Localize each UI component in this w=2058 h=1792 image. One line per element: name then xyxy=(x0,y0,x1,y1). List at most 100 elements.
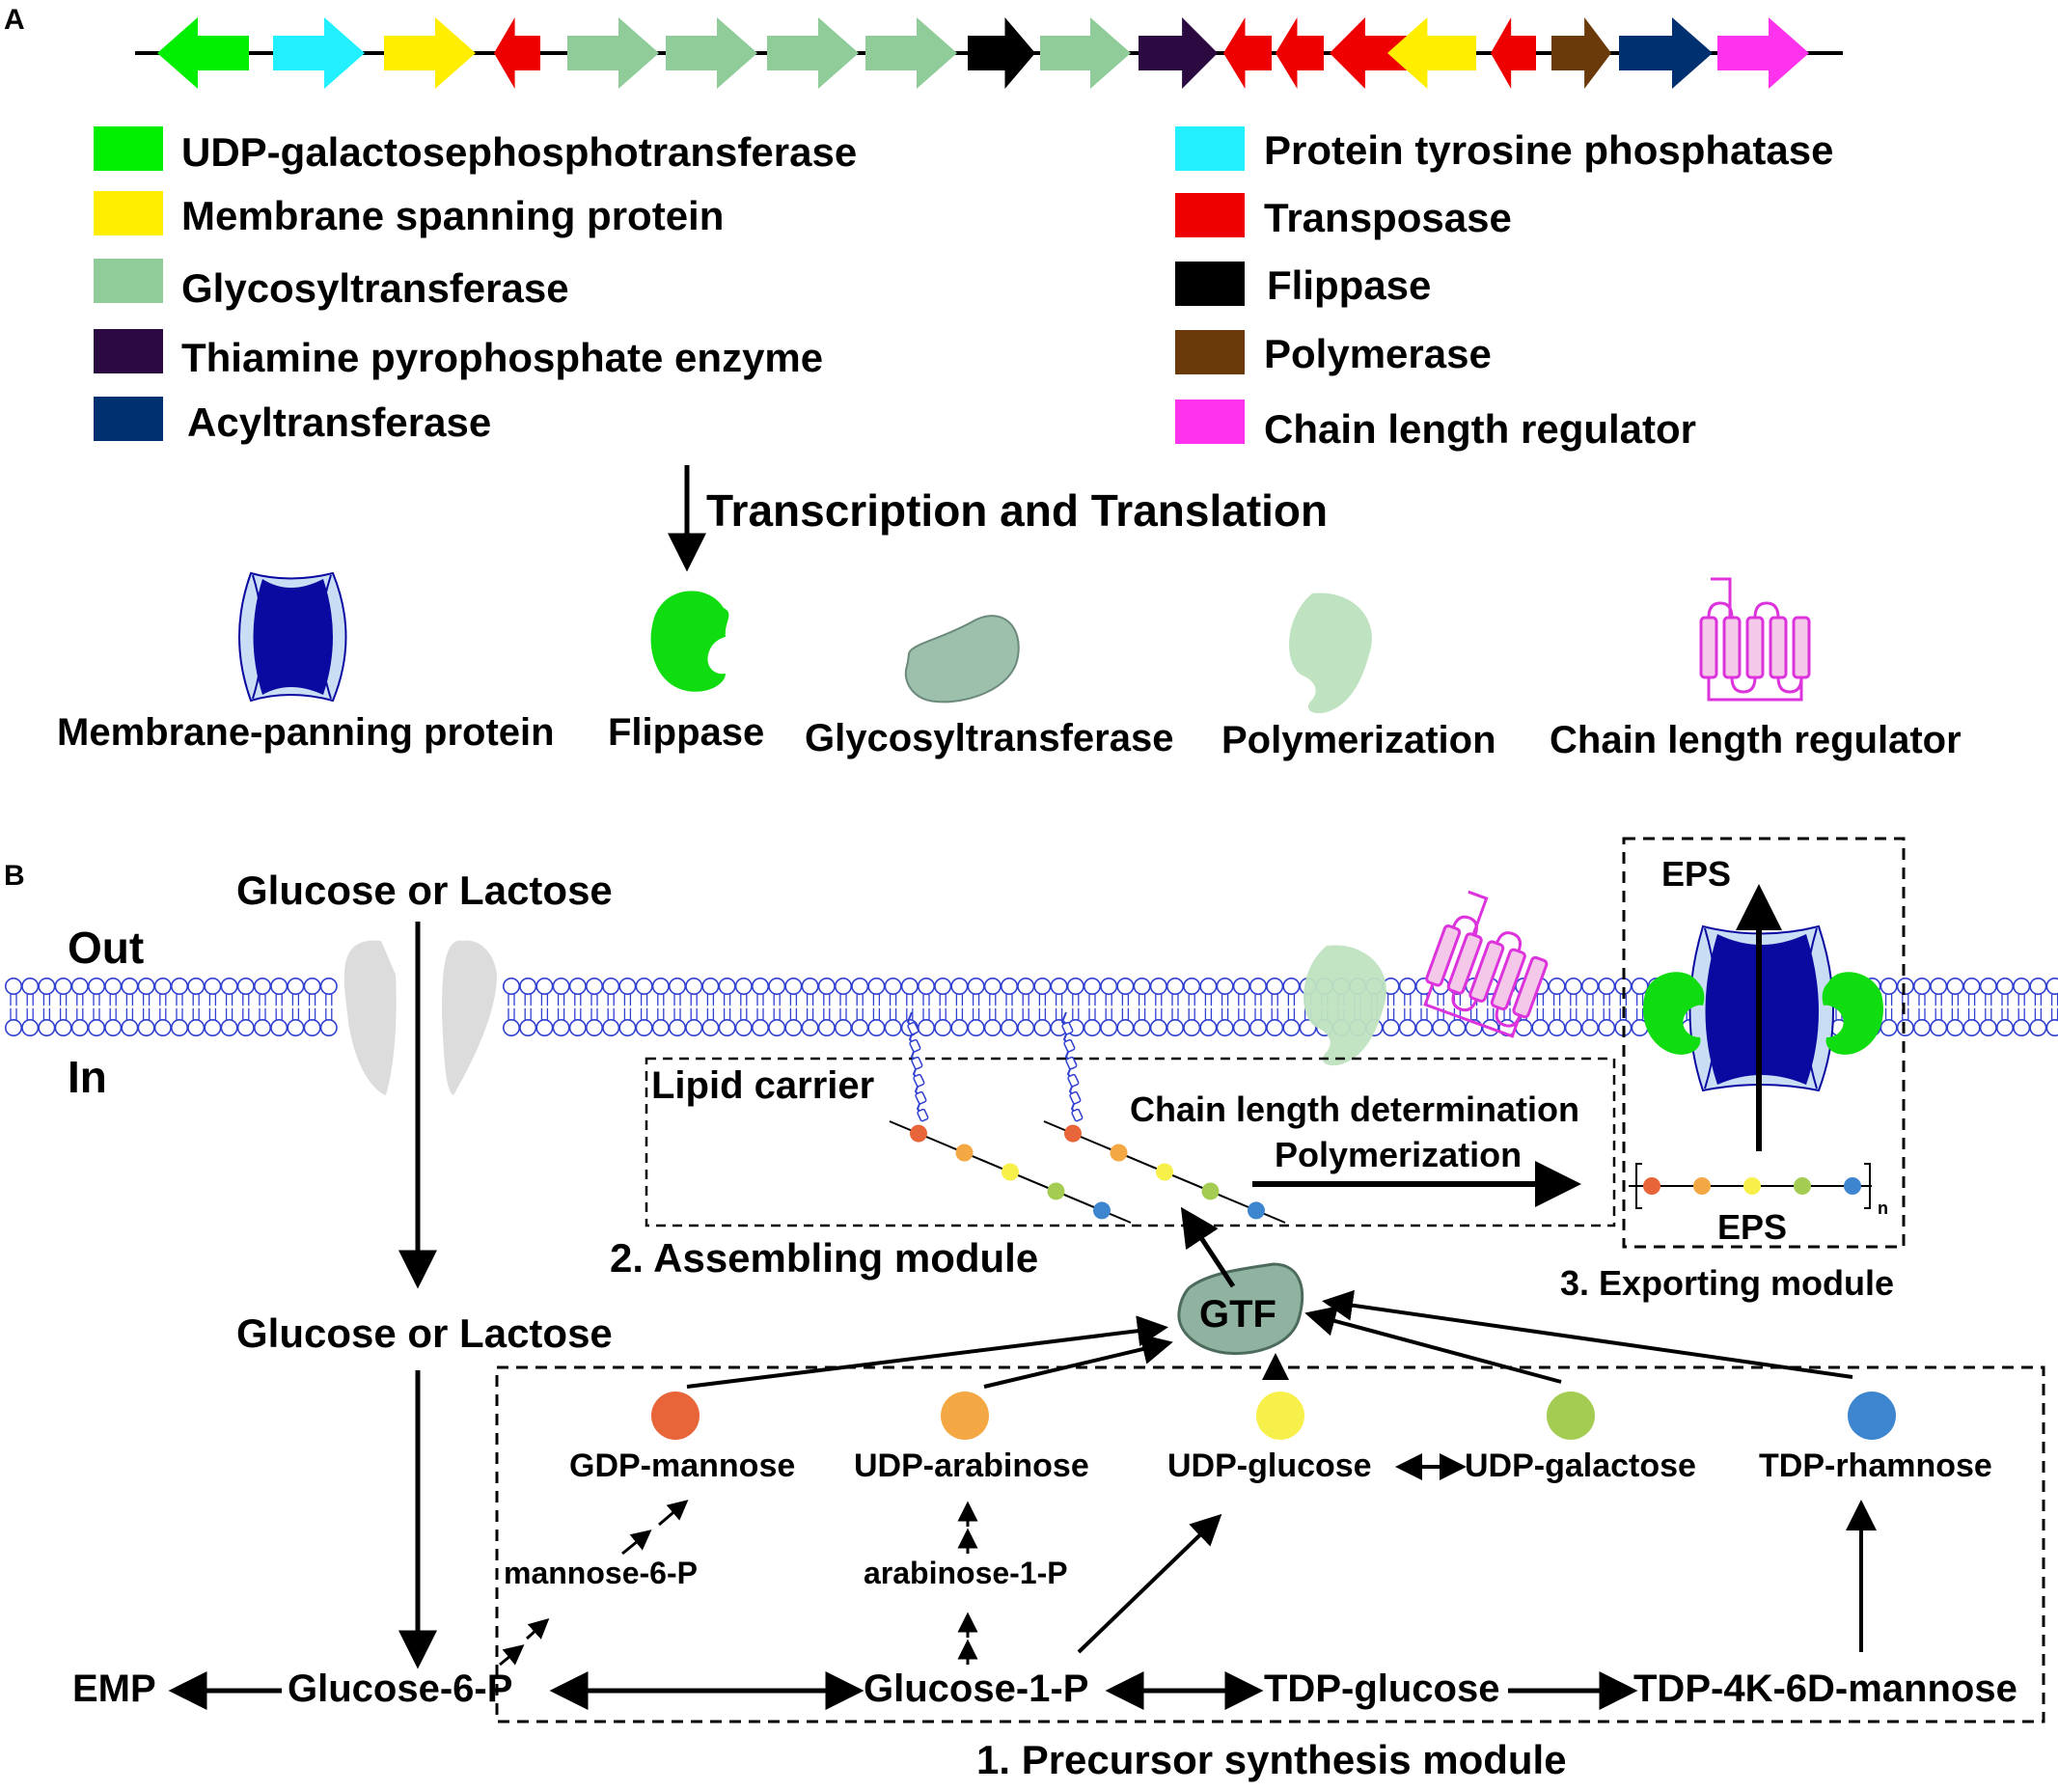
flippase-left-icon xyxy=(1643,972,1705,1055)
panel-a-label: A xyxy=(4,4,25,36)
lipid-carrier-label: Lipid carrier xyxy=(651,1064,874,1107)
legend-swatch xyxy=(1175,400,1245,444)
panel-b-label: B xyxy=(4,860,25,892)
legend-swatch xyxy=(94,191,163,235)
in-label: In xyxy=(68,1052,107,1102)
legend-label: Flippase xyxy=(1267,262,1431,308)
gene-arrow-lightgreen xyxy=(865,17,957,89)
gtf-to-carrier-arrow xyxy=(1180,1206,1236,1288)
legend-swatch xyxy=(1175,262,1245,306)
eps-sugar-bead xyxy=(1643,1177,1660,1195)
nucleotide-sugar-dot xyxy=(941,1392,989,1440)
legend-label: Thiamine pyrophosphate enzyme xyxy=(181,335,823,380)
glucose-6-p-label: Glucose-6-P xyxy=(288,1668,512,1710)
sugar-bead xyxy=(1047,1182,1065,1200)
legend-left: UDP-galactosephosphotransferase Membrane… xyxy=(94,126,857,445)
legend-label: Glycosyltransferase xyxy=(181,265,569,311)
gene-arrow-magenta xyxy=(1717,17,1809,89)
chain-length-regulator-icon xyxy=(1699,577,1811,702)
flippase-right-icon xyxy=(1822,972,1883,1055)
polymerase-icon xyxy=(1289,593,1372,714)
legend-label: UDP-galactosephosphotransferase xyxy=(181,129,857,175)
legend-item-udp-galactosephosphotransferase: UDP-galactosephosphotransferase xyxy=(94,126,857,175)
legend-swatch xyxy=(94,259,163,303)
sugar-bead xyxy=(1002,1163,1019,1181)
eps-sugar-bead xyxy=(1844,1177,1861,1195)
sugar-bottom-label: Glucose or Lactose xyxy=(236,1310,613,1356)
gene-arrow-green xyxy=(157,17,249,89)
gene-arrow-red xyxy=(494,17,540,89)
sugar-bead xyxy=(1156,1163,1173,1181)
protein-label-chain-length-regulator: Chain length regulator xyxy=(1550,719,1962,761)
precursor-module-label: 1. Precursor synthesis module xyxy=(976,1737,1567,1782)
eps-top-label: EPS xyxy=(1661,854,1731,894)
gene-arrow-yellow xyxy=(1387,17,1476,89)
tdp-rhamnose-label: TDP-rhamnose xyxy=(1759,1447,1992,1484)
cell-membrane xyxy=(5,977,2058,1037)
membrane-spanning-protein-icon xyxy=(238,571,347,703)
lipid-carrier-chains xyxy=(889,1011,1286,1224)
protein-label-membrane: Membrane-panning protein xyxy=(57,711,555,754)
udp-galactose-label: UDP-galactose xyxy=(1465,1447,1696,1484)
gene-arrow-red xyxy=(1223,17,1272,89)
legend-item-thiamine-pyrophosphate-enzyme: Thiamine pyrophosphate enzyme xyxy=(94,329,823,380)
protein-label-polymerization: Polymerization xyxy=(1221,719,1496,761)
legend-label: Acyltransferase xyxy=(187,400,491,445)
gdp-mannose-label: GDP-mannose xyxy=(569,1447,795,1484)
exporting-module-label: 3. Exporting module xyxy=(1560,1263,1894,1303)
sugar-bead xyxy=(1201,1182,1220,1200)
sugar-to-gtf-arrows xyxy=(686,1289,1853,1389)
polymerase-in-membrane-icon xyxy=(1303,945,1386,1066)
assembling-module-box xyxy=(645,1057,1616,1227)
legend-item-flippase: Flippase xyxy=(1175,262,1431,308)
eps-sugar-bead xyxy=(1743,1177,1761,1195)
legend-item-protein-tyrosine-phosphatase: Protein tyrosine phosphatase xyxy=(1175,126,1833,173)
protein-label-glycosyltransferase: Glycosyltransferase xyxy=(805,717,1173,759)
legend-swatch xyxy=(1175,126,1245,171)
gene-arrow-lightgreen xyxy=(666,17,757,89)
emp-label: EMP xyxy=(72,1668,156,1710)
nucleotide-sugar-dots xyxy=(651,1392,1896,1440)
out-label: Out xyxy=(68,923,144,973)
gene-arrow-lightgreen xyxy=(567,17,659,89)
eps-repeat-unit xyxy=(1629,1163,1872,1209)
glycosyltransferase-icon xyxy=(904,615,1020,703)
glucose1p-to-udpglucose-arrow xyxy=(1077,1513,1222,1654)
legend-swatch xyxy=(94,126,163,171)
gene-arrow-black xyxy=(968,17,1035,89)
udp-glucose-label: UDP-glucose xyxy=(1167,1447,1372,1484)
chain-length-label: Chain length determination xyxy=(1130,1089,1579,1129)
legend-swatch xyxy=(94,397,163,441)
protein-label-flippase: Flippase xyxy=(608,711,764,754)
exporting-module-box xyxy=(1622,837,1906,1249)
tdp-4k-6d-mannose-label: TDP-4K-6D-mannose xyxy=(1633,1668,2017,1710)
nucleotide-sugar-dot xyxy=(1256,1392,1304,1440)
flippase-icon xyxy=(650,591,729,692)
gene-arrow-brown xyxy=(1551,17,1611,89)
legend-label: Polymerase xyxy=(1264,331,1492,376)
udp-arabinose-label: UDP-arabinose xyxy=(854,1447,1089,1484)
gtf-enzyme-icon xyxy=(1177,1262,1304,1356)
sugar-bead xyxy=(1093,1201,1111,1220)
gene-arrow-lightgreen xyxy=(767,17,859,89)
transcription-label: Transcription and Translation xyxy=(706,485,1328,536)
sugar-bead xyxy=(910,1124,927,1143)
gene-arrow-red xyxy=(1276,17,1324,89)
sugar-permease-icon xyxy=(343,940,497,1095)
eps-repeat-subscript: n xyxy=(1878,1199,1888,1218)
glucose-1-p-label: Glucose-1-P xyxy=(864,1668,1088,1710)
regulator-in-membrane-icon xyxy=(1416,887,1563,1041)
sugar-bead xyxy=(1064,1124,1082,1143)
gene-arrow-lightgreen xyxy=(1040,17,1131,89)
legend-item-polymerase: Polymerase xyxy=(1175,330,1492,376)
legend-swatch xyxy=(1175,330,1245,374)
mannose-6-p-label: mannose-6-P xyxy=(504,1556,698,1590)
legend-right: Protein tyrosine phosphatase Transposase… xyxy=(1175,126,1833,452)
nucleotide-sugar-dot xyxy=(1848,1392,1896,1440)
legend-label: Chain length regulator xyxy=(1264,406,1696,452)
legend-swatch xyxy=(94,329,163,373)
sugar-top-label: Glucose or Lactose xyxy=(236,868,613,913)
arabinose-1-p-label: arabinose-1-P xyxy=(864,1556,1068,1590)
gene-arrow-navy xyxy=(1619,17,1713,89)
